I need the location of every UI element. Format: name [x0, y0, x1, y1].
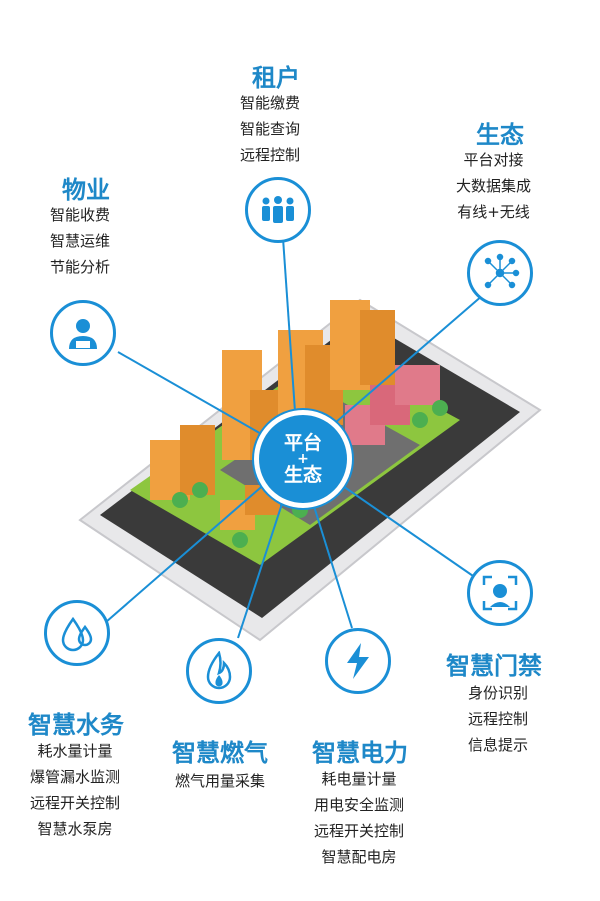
power-items: 耗电量计量 用电安全监测 远程开关控制 智慧配电房 [314, 766, 404, 870]
list-item: 耗电量计量 [321, 770, 397, 788]
hub-plus: + [297, 451, 309, 467]
staff-user-icon [50, 300, 116, 366]
hub-line1: 平台 [283, 432, 322, 454]
list-item: 爆管漏水监测 [30, 768, 121, 786]
gas-items: 燃气用量采集 [175, 768, 265, 794]
access-items: 身份识别 远程控制 信息提示 [468, 680, 528, 758]
lightning-icon [325, 628, 391, 694]
hub-line2: 生态 [283, 464, 322, 486]
list-item: 耗水量计量 [37, 742, 113, 760]
list-item: 远程开关控制 [30, 794, 121, 812]
list-item: 平台对接 [463, 151, 524, 169]
gas-title: 智慧燃气 [172, 739, 268, 767]
people-group-icon [245, 177, 311, 243]
list-item: 智能缴费 [240, 94, 301, 112]
access-title: 智慧门禁 [446, 652, 542, 680]
list-item: 智慧配电房 [321, 848, 397, 866]
power-title: 智慧电力 [312, 739, 408, 767]
list-item: 信息提示 [468, 736, 529, 754]
property-items: 智能收费 智慧运维 节能分析 [50, 202, 110, 280]
ecology-items: 平台对接 大数据集成 有线+无线 [456, 147, 531, 225]
ecology-title: 生态 [476, 121, 524, 149]
water-items: 耗水量计量 爆管漏水监测 远程开关控制 智慧水泵房 [30, 738, 120, 842]
list-item: 有线+无线 [457, 203, 530, 221]
list-item: 远程控制 [468, 710, 529, 728]
tenant-items: 智能缴费 智能查询 远程控制 [240, 90, 300, 168]
list-item: 燃气用量采集 [175, 772, 266, 790]
tenant-title: 租户 [252, 64, 300, 92]
face-recognition-icon [467, 560, 533, 626]
list-item: 大数据集成 [456, 177, 532, 195]
water-title: 智慧水务 [28, 711, 124, 739]
list-item: 节能分析 [50, 258, 111, 276]
water-drop-icon [44, 600, 110, 666]
list-item: 智能收费 [50, 206, 111, 224]
list-item: 用电安全监测 [314, 796, 405, 814]
list-item: 远程开关控制 [314, 822, 405, 840]
platform-ecology-hub: 平台 + 生态 [254, 410, 352, 508]
list-item: 身份识别 [468, 684, 529, 702]
list-item: 远程控制 [240, 146, 301, 164]
network-icon [467, 240, 533, 306]
property-title: 物业 [62, 176, 110, 204]
list-item: 智能查询 [240, 120, 301, 138]
list-item: 智慧运维 [50, 232, 111, 250]
flame-icon [186, 638, 252, 704]
list-item: 智慧水泵房 [37, 820, 113, 838]
